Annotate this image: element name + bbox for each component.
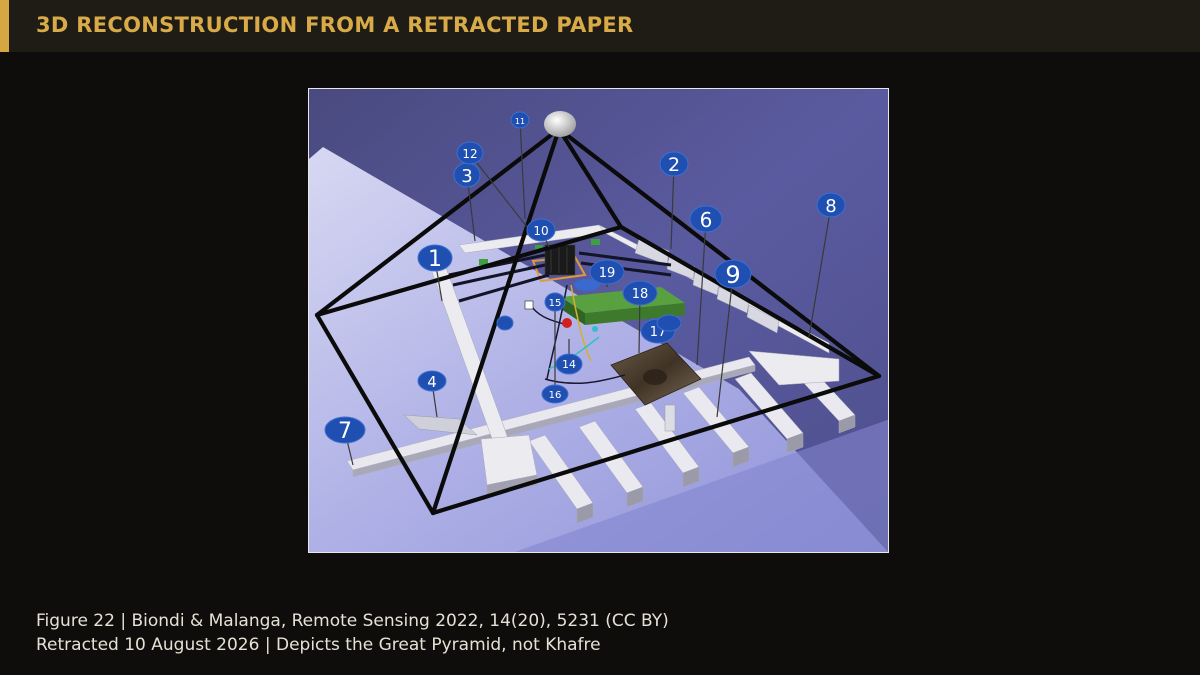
callout-4: 4: [417, 370, 447, 392]
svg-text:2: 2: [668, 154, 680, 176]
callout-14: 14: [555, 353, 583, 375]
callout-19: 19: [589, 259, 625, 285]
figure-caption: Figure 22 | Biondi & Malanga, Remote Sen…: [36, 609, 669, 657]
pyramid-wireframe: [314, 126, 882, 516]
chamber-block: [544, 244, 576, 276]
svg-text:3: 3: [461, 166, 472, 187]
callout-18: 18: [622, 280, 658, 306]
svg-text:7: 7: [338, 419, 352, 444]
svg-text:18: 18: [632, 287, 649, 302]
svg-text:4: 4: [427, 373, 437, 391]
callout-15: 15: [544, 292, 566, 312]
callout-11: 11: [510, 111, 530, 129]
page-title: 3D RECONSTRUCTION FROM A RETRACTED PAPER: [36, 13, 634, 37]
svg-text:6: 6: [700, 208, 713, 232]
svg-text:16: 16: [549, 390, 562, 401]
red-marker: [562, 318, 572, 328]
callout-12: 12: [456, 141, 484, 165]
descending-corridor: [430, 264, 538, 496]
callout-16: 16: [541, 384, 569, 404]
callout-8: 8: [816, 192, 846, 218]
svg-text:10: 10: [533, 224, 548, 238]
pyramid-reconstruction-illustration: 1 2 3 4 7 8 9 10 11 12 14 15: [309, 89, 888, 552]
svg-text:12: 12: [462, 147, 477, 161]
callout-10: 10: [526, 218, 556, 242]
callout-1: 1: [417, 244, 453, 272]
callout-badges: 1 2 3 4 7 8 9 10 11 12 14 15: [324, 111, 846, 444]
caption-retraction-line: Retracted 10 August 2026 | Depicts the G…: [36, 635, 601, 655]
reconstruction-figure: 1 2 3 4 7 8 9 10 11 12 14 15: [308, 88, 889, 553]
svg-text:9: 9: [725, 261, 740, 289]
svg-text:19: 19: [599, 266, 616, 281]
title-accent-bar: [0, 0, 9, 52]
transverse-beams: [528, 358, 856, 524]
callout-3: 3: [453, 162, 481, 188]
apex-orb: [544, 111, 576, 137]
callout-2: 2: [659, 151, 689, 177]
svg-text:8: 8: [825, 196, 836, 217]
svg-text:14: 14: [562, 358, 576, 371]
svg-text:15: 15: [549, 298, 562, 309]
svg-text:11: 11: [515, 117, 525, 126]
svg-text:1: 1: [428, 247, 442, 272]
title-bar: 3D RECONSTRUCTION FROM A RETRACTED PAPER: [0, 0, 1200, 52]
callout-6: 6: [689, 205, 723, 233]
caption-source-line: Figure 22 | Biondi & Malanga, Remote Sen…: [36, 611, 669, 631]
callout-7: 7: [324, 416, 366, 444]
callout-9: 9: [714, 259, 752, 289]
